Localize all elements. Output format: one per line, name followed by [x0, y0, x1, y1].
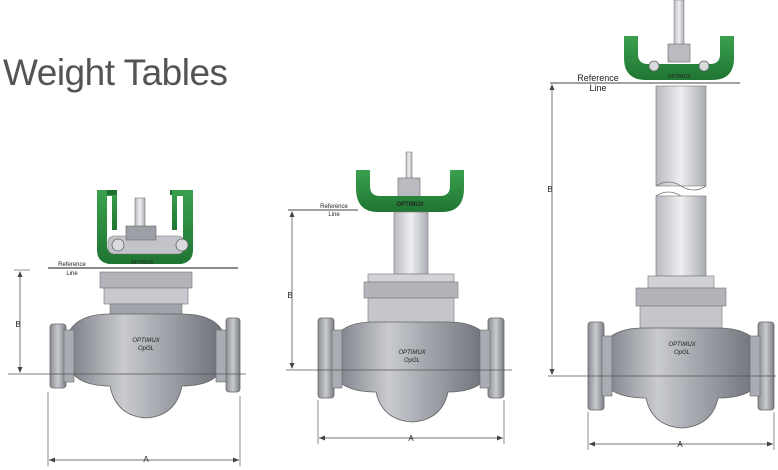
- valve-1-reference-label: Reference: [58, 262, 86, 268]
- valve-2-dimension-a: A: [408, 434, 414, 443]
- valve-3-body: [603, 327, 759, 429]
- valve-3-body-brand: OPTIMUX: [668, 342, 696, 348]
- valve-1-body-brand: OPTIMUX: [132, 338, 160, 344]
- valve-2-body-brand: OPTIMUX: [398, 350, 426, 356]
- valve-2-body: [335, 321, 487, 423]
- valve-2-bonnet-mark: OPTIMUX: [396, 202, 423, 208]
- valve-1-dimension-a: A: [143, 455, 149, 464]
- valve-3-dimension-b: B: [547, 185, 552, 194]
- valve-1-dimension-b: B: [15, 320, 20, 329]
- valve-2-body-model: OpGL: [404, 358, 420, 364]
- valve-1: OPTIMUX Reference Line OPTIMUX OpGL B A: [8, 190, 246, 466]
- valve-2-dimension-b: B: [287, 291, 292, 300]
- valve-3-reference-label: Reference: [577, 73, 619, 83]
- valve-3-bonnet-mark: OPTIMUX: [668, 74, 691, 80]
- valve-1-line-label: Line: [66, 271, 78, 277]
- valve-3-body-model: OpGL: [674, 350, 690, 356]
- valve-2-reference-label: Reference: [320, 204, 348, 210]
- valve-1-body-model: OpGL: [138, 346, 154, 352]
- page-title: Weight Tables: [3, 52, 228, 93]
- bonnet-yoke-right: [172, 190, 192, 230]
- bonnet-yoke-left: [97, 190, 117, 230]
- valve-2-line-label: Line: [328, 212, 340, 218]
- valve-1-bonnet-mark: OPTIMUX: [131, 260, 154, 266]
- valve-3: OPTIMUX Reference Line OPTIMUX OpGL B A: [547, 0, 776, 450]
- valve-2-bonnet-yoke: [356, 170, 464, 212]
- valve-3-dimension-a: A: [677, 440, 683, 449]
- valve-3-line-label: Line: [589, 83, 606, 93]
- valve-1-body: [69, 313, 223, 419]
- valve-2: OPTIMUX Reference Line OPTIMUX OpGL B A: [286, 151, 512, 444]
